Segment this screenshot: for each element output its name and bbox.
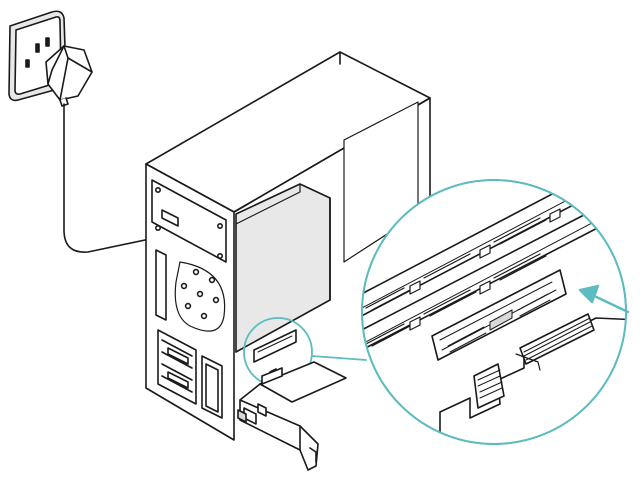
tower-front-panel (151, 179, 227, 419)
fan-vents (180, 268, 220, 320)
network-card (237, 361, 347, 471)
power-inlet (161, 209, 179, 227)
ethernet-port-icon (237, 409, 247, 423)
pin-row-top (365, 208, 561, 311)
power-plug-icon (45, 45, 93, 107)
pin-row-second (365, 253, 547, 347)
power-cable (63, 103, 169, 253)
insert-arrow-icon (578, 284, 630, 314)
zoom-connector (311, 355, 367, 361)
